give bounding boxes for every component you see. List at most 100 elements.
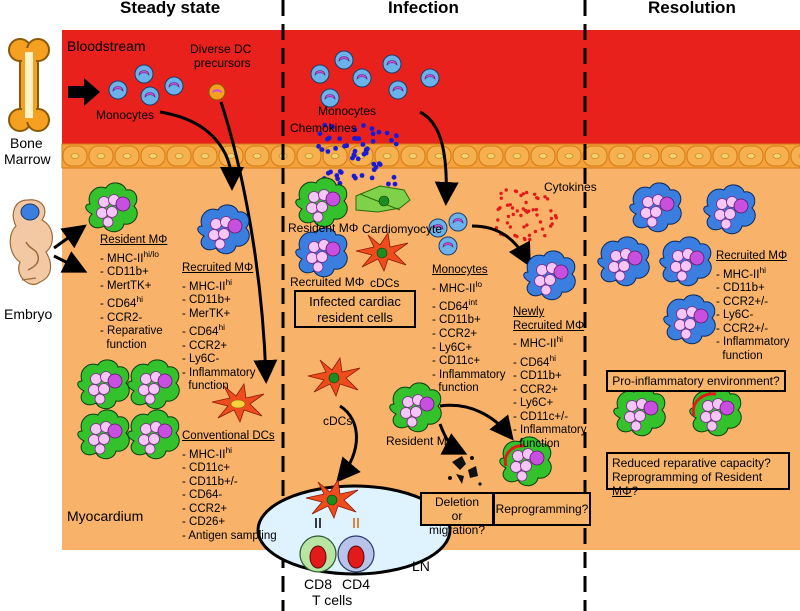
list-title: Recruited MΦ xyxy=(716,250,788,262)
cd8-t-cell xyxy=(299,518,337,573)
list-title: Newly xyxy=(513,306,545,318)
list-item: - CD26+ xyxy=(182,516,226,529)
proinflammatory-box: Pro-inflammatory environment? xyxy=(606,370,786,392)
cdcs-label-upper: cDCs xyxy=(370,276,400,290)
cd4-label: CD4 xyxy=(342,576,371,592)
monocyte-cell xyxy=(140,86,160,106)
monocyte-cell xyxy=(134,64,154,84)
cardiomyocyte-cell xyxy=(355,185,411,213)
list-title: Resident MΦ xyxy=(100,234,168,246)
cd4-t-cell xyxy=(337,518,375,573)
ln-label: LN xyxy=(412,558,430,574)
list-item: - CD64hi xyxy=(182,322,226,339)
list-item: - CCR2+/- xyxy=(716,322,769,335)
list-item: - CD11b+ xyxy=(716,282,765,295)
dc-precursors-label-1: Diverse DC xyxy=(190,42,252,56)
list-item: - CD11b+ xyxy=(513,370,562,383)
list-item: - CD11c+ xyxy=(182,462,231,475)
myocardium-label: Myocardium xyxy=(67,508,144,524)
list-item: - CD11b+ xyxy=(100,266,149,279)
list-item: - CCR2+ xyxy=(182,339,228,352)
list-item: - CD11b+ xyxy=(432,314,481,327)
list-item: - CD11b+/- xyxy=(182,475,238,488)
list-item: - CCR2+ xyxy=(513,383,559,396)
cytokines-dots xyxy=(494,188,558,242)
monocyte-cell xyxy=(448,212,468,232)
reprogramming-box: Reprogramming? xyxy=(493,492,591,526)
monocyte-cell xyxy=(382,54,402,74)
cdcs-label-lower: cDCs xyxy=(323,414,353,428)
list-item: - MerTK+ xyxy=(182,307,231,320)
cytokines-label: Cytokines xyxy=(544,180,597,194)
list-item: - CCR2+/- xyxy=(716,295,769,308)
header-resolution: Resolution xyxy=(648,0,736,17)
list-item: function xyxy=(432,382,479,395)
monocyte-cell xyxy=(164,76,184,96)
list-item: - CD64hi xyxy=(513,352,557,369)
list-item: function xyxy=(513,438,560,450)
list-item: function xyxy=(100,338,147,351)
list-item: - Reparative xyxy=(100,325,163,338)
cell-debris-icon xyxy=(448,456,482,486)
monocyte-cell xyxy=(108,80,128,100)
recruited-mf-infection-label: Recruited MΦ xyxy=(290,275,365,289)
list-item: - CD64hi xyxy=(100,294,144,311)
list-item: - CD11c+/- xyxy=(513,410,569,423)
header-infection: Infection xyxy=(388,0,459,17)
list-item: - MertTK+ xyxy=(100,279,152,292)
list-title: Recruited MΦ xyxy=(513,319,585,332)
list-item: - Ly6C+ xyxy=(513,397,554,410)
bone-marrow-label-2: Marrow xyxy=(4,151,51,167)
header-steady-state: Steady state xyxy=(120,0,221,17)
t-cells-label: T cells xyxy=(312,592,353,608)
monocytes-label-steady: Monocytes xyxy=(96,108,155,122)
cd8-label: CD8 xyxy=(304,576,333,592)
list-item: - CD64int xyxy=(432,297,478,313)
list-item: - Antigen sampling xyxy=(182,529,277,542)
list-item: - Inflammatory xyxy=(513,424,587,437)
conventional-dcs-markers: Conventional DCs - MHC-IIhi- CD11c+- CD11… xyxy=(182,430,277,544)
embryo-label: Embryo xyxy=(4,306,53,322)
recruited-mf-resolution-markers: Recruited MΦ- MHC-IIhi- CD11b+- CCR2+/--… xyxy=(716,250,790,364)
list-item: - CCR2- xyxy=(100,311,143,324)
list-item: - CD11b+ xyxy=(182,294,231,307)
list-title: Recruited MΦ xyxy=(182,262,254,274)
list-item: - MHC-IIhi xyxy=(182,444,233,461)
list-item: - MHC-IIhi xyxy=(716,264,767,281)
list-item: - Ly6C- xyxy=(182,353,220,366)
bone-arrow xyxy=(68,78,100,106)
monocytes-label-infection: Monocytes xyxy=(318,104,377,118)
list-item: - MHC-IIlo xyxy=(432,278,483,295)
monocyte-cell xyxy=(352,68,372,88)
list-item: - CCR2+ xyxy=(432,328,478,341)
monocytes-infection-markers: Monocytes- MHC-IIlo- CD64int- CD11b+- CC… xyxy=(432,264,506,396)
embryo-icon xyxy=(9,199,53,285)
endothelium xyxy=(61,143,800,169)
cardiomyocyte-label: Cardiomyocyte xyxy=(362,222,443,236)
reduced-capacity-box: Reduced reparative capacity? Reprogrammi… xyxy=(606,452,790,498)
list-title: Conventional DCs xyxy=(182,430,275,442)
dc-precursor-cell xyxy=(208,83,226,101)
dc-precursors-label-2: precursors xyxy=(194,56,251,70)
monocyte-cell xyxy=(388,80,408,100)
list-item: function xyxy=(182,380,229,393)
list-item: - Ly6C+ xyxy=(432,341,473,354)
bone-icon xyxy=(8,38,50,132)
list-item: - CD11c+ xyxy=(432,355,481,368)
chemokines-label: Chemokines xyxy=(290,121,357,135)
monocyte-cell xyxy=(310,64,330,84)
monocyte-cell xyxy=(334,50,354,70)
bloodstream-region xyxy=(62,30,800,148)
monocyte-cell xyxy=(420,68,440,88)
list-item: - Inflammatory xyxy=(432,368,506,381)
list-item: - CD64- xyxy=(182,489,223,502)
bone-marrow-label-1: Bone xyxy=(10,135,43,151)
list-item: - Ly6C- xyxy=(716,309,754,322)
list-item: function xyxy=(716,349,763,362)
recruited-mf-steady-markers: Recruited MΦ - MHC-IIhi- CD11b+- MerTK+ - … xyxy=(182,262,256,394)
list-item: - MHC-IIhi xyxy=(182,276,233,293)
resident-mf-markers: Resident MΦ- MHC-IIhi/lo- CD11b+- MertTK… xyxy=(100,234,167,352)
